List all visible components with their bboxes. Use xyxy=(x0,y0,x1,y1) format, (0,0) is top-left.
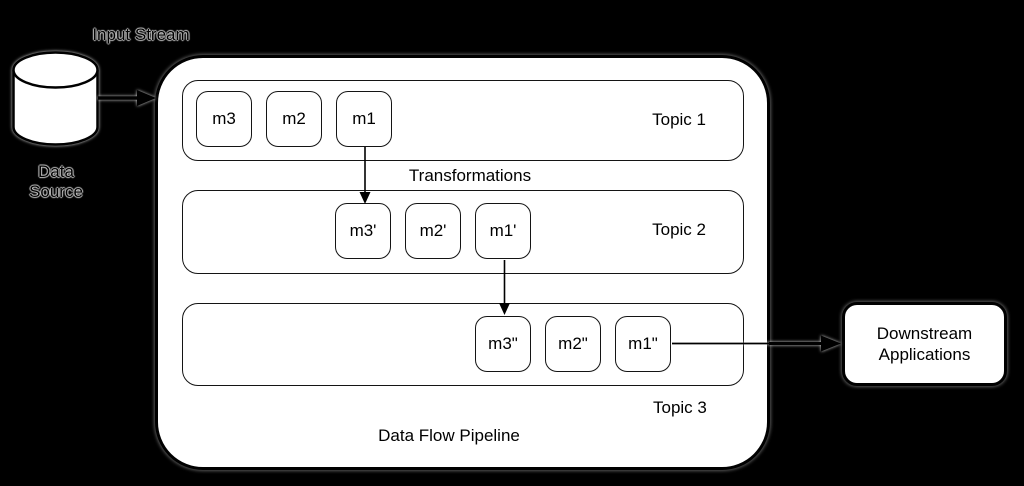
message-box-m2: m2 xyxy=(266,91,322,147)
message-box-m3: m3 xyxy=(196,91,252,147)
topic-2-messages: m3' m2' m1' xyxy=(335,203,531,259)
message-box-m2-doubleprime: m2" xyxy=(545,316,601,372)
topic-1-box: m3 m2 m1 Topic 1 xyxy=(182,80,744,161)
message-label: m1" xyxy=(628,334,658,353)
message-label: m2" xyxy=(558,334,588,353)
message-box-m1-prime: m1' xyxy=(475,203,531,259)
message-box-m1-doubleprime: m1" xyxy=(615,316,671,372)
message-label: m2 xyxy=(282,109,306,128)
downstream-applications-box: Downstream Applications xyxy=(842,302,1007,386)
topic-3-messages: m3" m2" m1" xyxy=(475,316,671,372)
topic-2-label: Topic 2 xyxy=(652,220,706,239)
message-label: m3 xyxy=(212,109,236,128)
message-box-m3-prime: m3' xyxy=(335,203,391,259)
downstream-applications-label: Downstream Applications xyxy=(876,324,973,364)
topic-2-box: m3' m2' m1' Topic 2 xyxy=(182,190,744,274)
transformations-label: Transformations xyxy=(408,166,532,185)
message-label: m2' xyxy=(419,221,447,240)
data-source-label: Data Source xyxy=(29,162,83,201)
message-label: m3' xyxy=(349,221,377,240)
message-box-m3-doubleprime: m3" xyxy=(475,316,531,372)
message-label: m1 xyxy=(352,109,376,128)
message-label: m1' xyxy=(489,221,517,240)
topic-3-box: m3" m2" m1" xyxy=(182,303,744,386)
topic-1-label: Topic 1 xyxy=(652,110,706,129)
input-stream-label: Input Stream xyxy=(92,25,190,44)
message-label: m3" xyxy=(488,334,518,353)
topic-3-label: Topic 3 xyxy=(653,398,707,417)
pipeline-title: Data Flow Pipeline xyxy=(378,426,520,445)
message-box-m2-prime: m2' xyxy=(405,203,461,259)
pipeline-container: m3 m2 m1 Topic 1 Transformations m3' m2' xyxy=(155,55,770,470)
database-cylinder-icon xyxy=(12,51,99,146)
topic-1-messages: m3 m2 m1 xyxy=(196,91,392,147)
message-box-m1: m1 xyxy=(336,91,392,147)
input-stream-arrow xyxy=(98,90,156,106)
